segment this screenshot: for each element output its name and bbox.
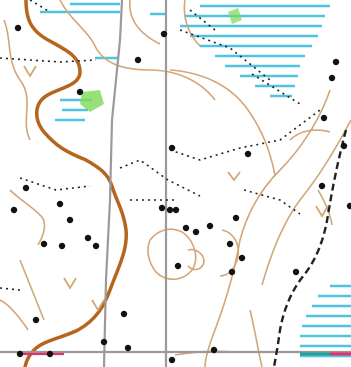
boulder-dot-icon bbox=[160, 30, 168, 38]
boulder-dot-icon bbox=[92, 242, 100, 250]
boulder-dot-icon bbox=[76, 88, 84, 96]
boulder-dot-icon bbox=[46, 350, 54, 358]
marsh-area-top-right bbox=[150, 4, 330, 98]
marsh-area-top-left bbox=[40, 2, 120, 122]
boulder-dot-icon bbox=[84, 234, 92, 242]
boulder-dot-icon bbox=[206, 222, 214, 230]
depression-v-icon bbox=[23, 65, 329, 312]
boulder-dot-icon bbox=[166, 206, 174, 214]
boulder-dot-icon bbox=[100, 338, 108, 346]
boulder-dot-icon bbox=[320, 114, 328, 122]
boulder-dot-icon bbox=[328, 74, 336, 82]
boulder-dot-icon bbox=[168, 144, 176, 152]
boulder-dot-icon bbox=[158, 204, 166, 212]
boulder-dot-icon bbox=[58, 242, 66, 250]
boulder-dot-icon bbox=[340, 142, 348, 150]
boulder-dot-icon bbox=[168, 356, 176, 364]
boulder-dot-icon bbox=[16, 350, 24, 358]
boulder-dot-icon bbox=[192, 228, 200, 236]
boulder-dot-icon bbox=[346, 202, 351, 210]
boulder-dot-icon bbox=[56, 200, 64, 208]
boulder-dot-icon bbox=[32, 316, 40, 324]
boulder-dot-icon bbox=[10, 206, 18, 214]
boulder-dot-icon bbox=[124, 344, 132, 352]
dotted-paths bbox=[0, 0, 321, 291]
boulder-dot-icon bbox=[244, 150, 252, 158]
boulder-dot-icon bbox=[66, 216, 74, 224]
boulder-dot-icon bbox=[10, 24, 351, 364]
boulder-dot-icon bbox=[14, 24, 22, 32]
boulder-dot-icon bbox=[174, 262, 182, 270]
boulder-dot-icon bbox=[318, 182, 326, 190]
boulder-dot-icon bbox=[134, 56, 142, 64]
boulder-dot-icon bbox=[40, 240, 48, 248]
marsh-area-bottom-right bbox=[300, 284, 351, 358]
boulder-dot-icon bbox=[226, 240, 234, 248]
boulder-dot-icon bbox=[232, 214, 240, 222]
small-path bbox=[272, 129, 348, 367]
boulder-dot-icon bbox=[172, 206, 180, 214]
boulder-dot-icon bbox=[120, 310, 128, 318]
boulder-dot-icon bbox=[210, 346, 218, 354]
green-vegetation-patch-icon bbox=[80, 8, 242, 112]
boulder-dot-icon bbox=[182, 224, 190, 232]
boulder-dot-icon bbox=[292, 268, 300, 276]
boulder-dot-icon bbox=[238, 254, 246, 262]
index-contour bbox=[23, 0, 128, 367]
boulder-dot-icon bbox=[22, 184, 30, 192]
boulder-dot-icon bbox=[332, 58, 340, 66]
boulder-dot-icon bbox=[228, 268, 236, 276]
